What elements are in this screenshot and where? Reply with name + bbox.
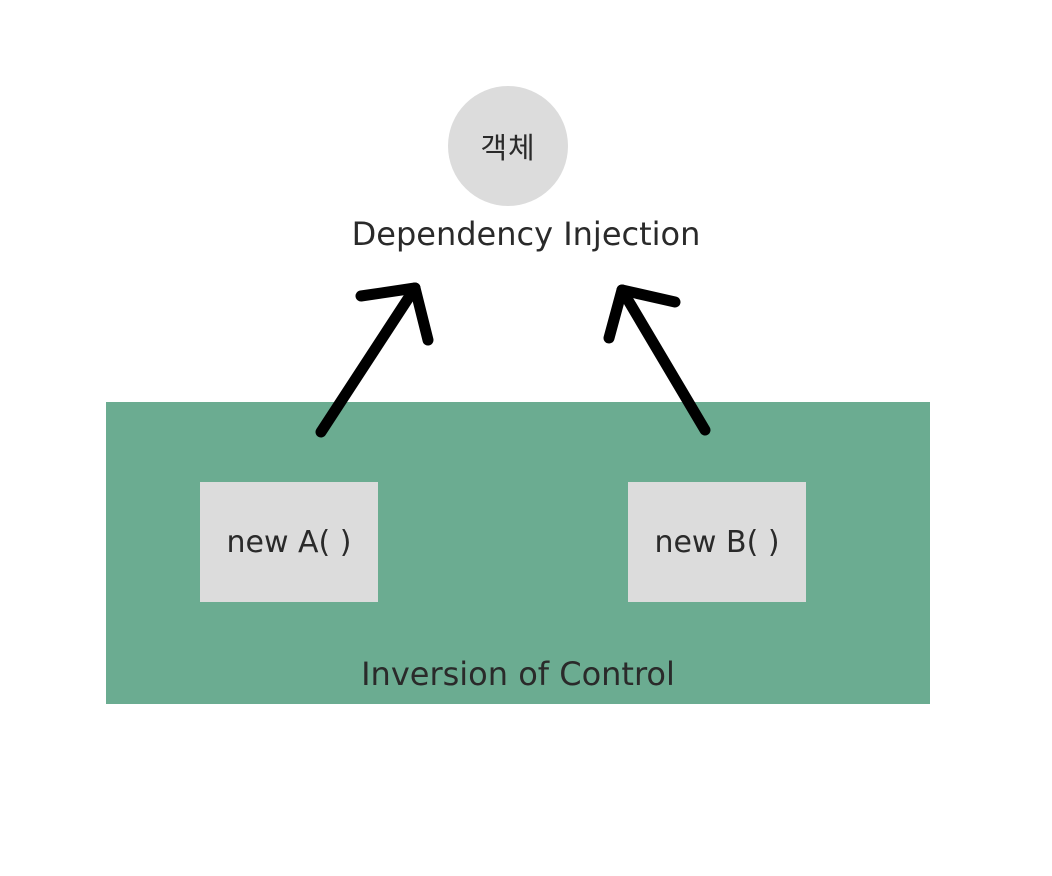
arrow-a-head: [355, 282, 434, 346]
box-new-b: new B( ): [628, 482, 806, 602]
object-node: 객체: [448, 86, 568, 206]
inversion-of-control-label: Inversion of Control: [361, 655, 675, 693]
dependency-injection-label: Dependency Injection: [351, 215, 701, 253]
object-label: 객체: [480, 131, 536, 165]
ioc-container: new A( ) new B( ) Inversion of Control: [106, 402, 930, 704]
box-new-b-label: new B( ): [654, 524, 780, 560]
box-new-a-label: new A( ): [226, 524, 352, 560]
arrow-b-head: [603, 284, 681, 344]
box-new-a: new A( ): [200, 482, 378, 602]
